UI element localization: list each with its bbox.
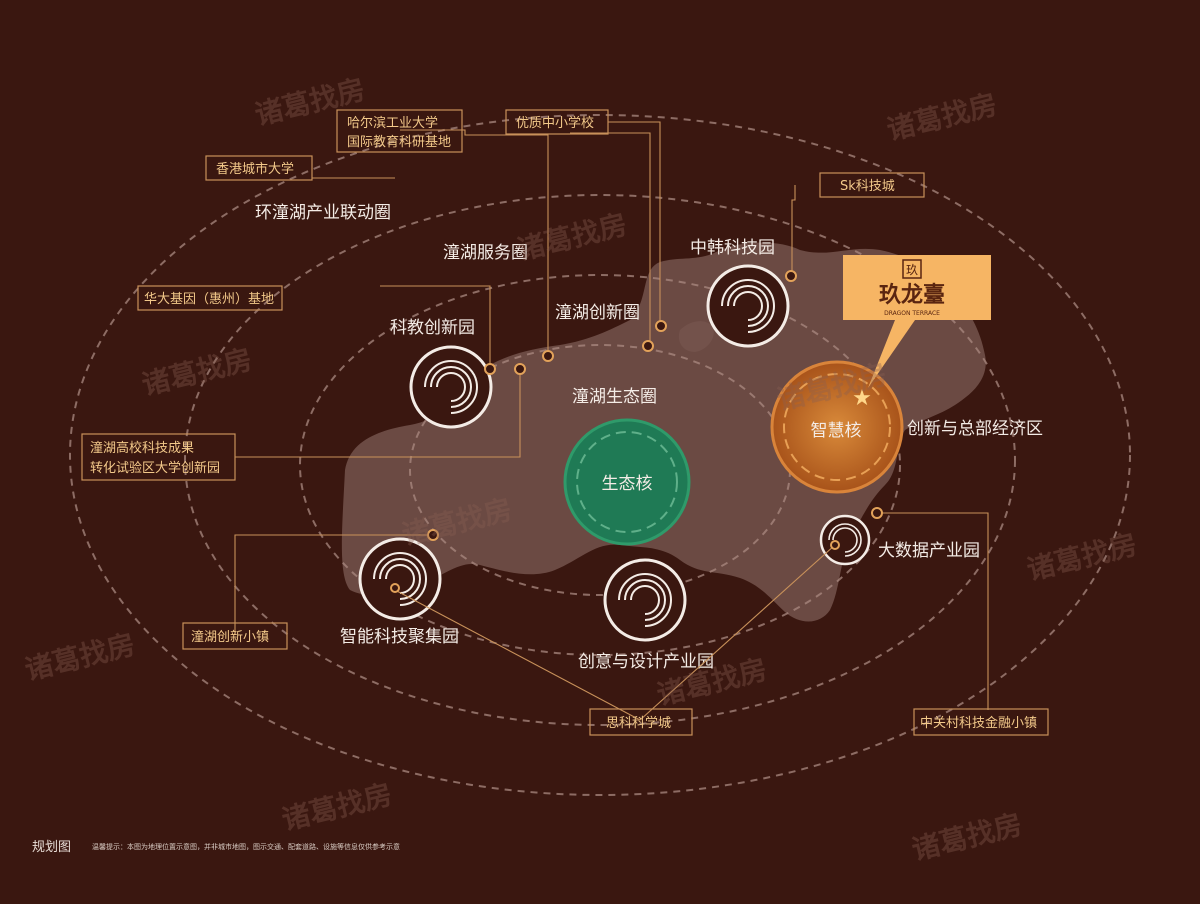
- callout-hk-city-u: 香港城市大学: [205, 155, 313, 181]
- park-icon-chuangyi: [603, 558, 687, 642]
- svg-text:Sk科技城: Sk科技城: [840, 179, 895, 194]
- svg-text:转化试验区大学创新园: 转化试验区大学创新园: [90, 460, 220, 476]
- svg-text:中关村科技金融小镇: 中关村科技金融小镇: [920, 715, 1037, 731]
- svg-text:诸葛找房: 诸葛找房: [139, 343, 256, 402]
- ring-outer: [69, 114, 1131, 796]
- leader-lines: [234, 121, 989, 721]
- callout-tonghu-university: 潼湖高校科技成果 转化试验区大学创新园: [81, 433, 236, 481]
- callout-school: 优质中小学校: [505, 109, 609, 135]
- brand-name: 玖龙臺: [879, 282, 945, 308]
- park-label-chuangyi: 创意与设计产业园: [578, 652, 714, 672]
- svg-text:潼湖创新小镇: 潼湖创新小镇: [191, 629, 269, 645]
- svg-text:国际教育科研基地: 国际教育科研基地: [347, 134, 451, 150]
- park-label-zhineng: 智能科技聚集园: [340, 627, 459, 647]
- leader-dots: [390, 270, 883, 593]
- svg-text:诸葛找房: 诸葛找房: [884, 88, 1001, 147]
- wisdom-zone-label: 创新与总部经济区: [907, 419, 1043, 439]
- brand-emblem-icon: [902, 259, 922, 279]
- ring-label-innovation: 潼湖创新圈: [555, 303, 640, 323]
- svg-text:诸葛找房: 诸葛找房: [1024, 528, 1141, 587]
- callout-zgc: 中关村科技金融小镇: [913, 708, 1049, 736]
- svg-text:哈尔滨工业大学: 哈尔滨工业大学: [347, 115, 438, 131]
- park-label-kejiao: 科教创新园: [390, 318, 475, 338]
- callout-huada: 华大基因（惠州）基地: [137, 285, 283, 311]
- callout-sk: Sk科技城: [819, 172, 925, 198]
- lake-inlet: [678, 321, 714, 352]
- park-label-dashuju: 大数据产业园: [878, 541, 980, 561]
- svg-text:优质中小学校: 优质中小学校: [516, 115, 594, 131]
- ring-label-outer: 环潼湖产业联动圈: [255, 203, 391, 223]
- ring-service: [184, 194, 1016, 726]
- ring-label-service: 潼湖服务圈: [443, 243, 528, 263]
- svg-text:潼湖高校科技成果: 潼湖高校科技成果: [90, 440, 194, 456]
- brand-badge: 玖 玖龙臺 DRAGON TERRACE: [843, 255, 991, 388]
- ring-innovation: [299, 274, 901, 656]
- footer-note: 温馨提示：本图为地理位置示意图，并非城市地图，图示交通、配套道路、设施等信息仅供…: [92, 842, 400, 851]
- wisdom-core-label: 智慧核: [811, 421, 862, 441]
- brand-sub: DRAGON TERRACE: [884, 310, 940, 317]
- eco-core: 生态核: [563, 418, 691, 546]
- ring-label-eco: 潼湖生态圈: [572, 387, 657, 407]
- callout-sike: 思科科学城: [589, 708, 693, 736]
- footer-title: 规划图: [32, 840, 71, 855]
- svg-text:华大基因（惠州）基地: 华大基因（惠州）基地: [144, 292, 274, 307]
- wisdom-core: 智慧核 ★: [770, 360, 904, 494]
- svg-text:香港城市大学: 香港城市大学: [216, 161, 294, 177]
- svg-text:诸葛找房: 诸葛找房: [909, 808, 1026, 867]
- svg-text:诸葛找房: 诸葛找房: [514, 208, 631, 267]
- park-icon-zhineng: [358, 537, 442, 621]
- svg-text:诸葛找房: 诸葛找房: [22, 628, 139, 687]
- park-icon-zhonghan: [706, 264, 790, 348]
- svg-text:玖: 玖: [906, 263, 918, 277]
- eco-core-label: 生态核: [602, 474, 653, 494]
- svg-text:思科科学城: 思科科学城: [606, 715, 671, 731]
- park-icon-dashuju: [819, 514, 871, 566]
- park-label-zhonghan: 中韩科技园: [690, 238, 775, 258]
- svg-text:诸葛找房: 诸葛找房: [279, 778, 396, 837]
- park-icon-kejiao: [409, 345, 493, 429]
- star-icon: ★: [852, 386, 872, 411]
- callout-hgd: 哈尔滨工业大学 国际教育科研基地: [336, 109, 463, 153]
- callout-chuangxin-town: 潼湖创新小镇: [182, 622, 288, 650]
